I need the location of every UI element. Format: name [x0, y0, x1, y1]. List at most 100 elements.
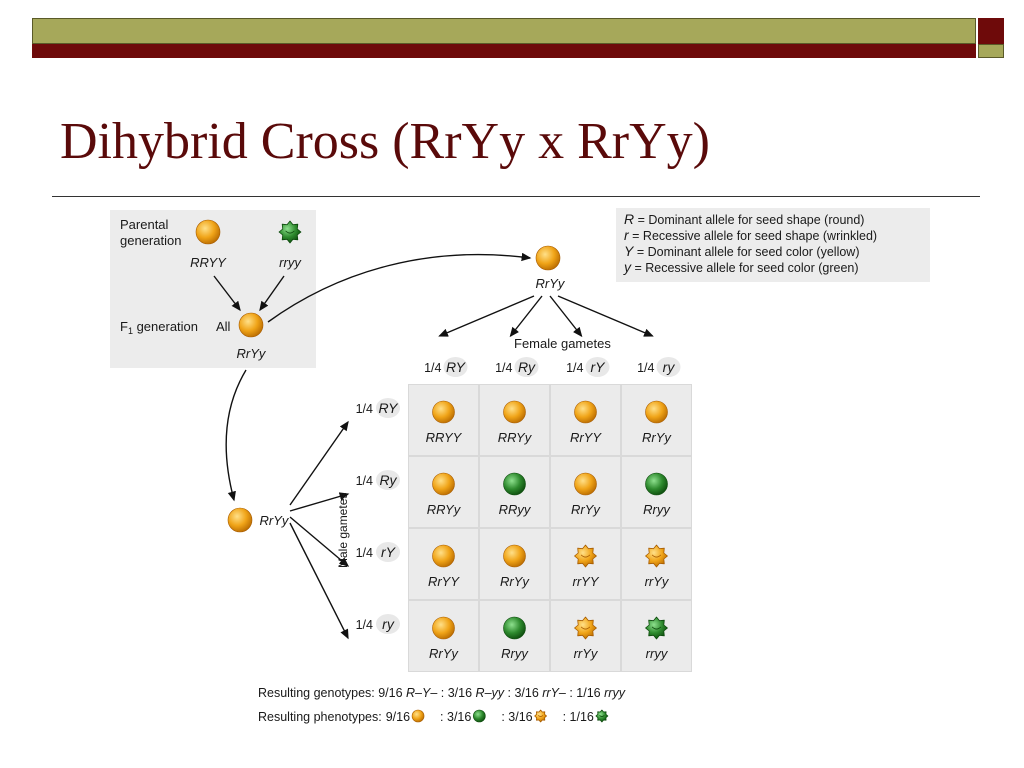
cell-genotype: RRYY	[426, 430, 463, 445]
cell-genotype: rrYy	[574, 646, 599, 661]
legend-row: r = Recessive allele for seed shape (wri…	[624, 227, 877, 243]
phenotype-fraction: : 1/16	[563, 710, 594, 724]
male-gamete-allele: RY	[379, 400, 400, 416]
allele-legend	[616, 208, 930, 282]
resulting-genotypes: Resulting genotypes: 9/16 R–Y– : 3/16 R–…	[258, 686, 626, 700]
cell-genotype: Rryy	[501, 646, 529, 661]
gamete-bubble	[443, 357, 468, 377]
seed-green-round-icon	[503, 616, 526, 640]
male-gamete-fraction: 1/4	[356, 402, 373, 416]
seed-green-round-icon	[645, 472, 668, 496]
cell-genotype: RRYy	[427, 502, 462, 517]
cell-genotype: RRYy	[498, 430, 533, 445]
male-gamete-arrow	[289, 522, 349, 640]
cell-genotype: RrYY	[428, 574, 460, 589]
male-gamete-arrow	[289, 516, 350, 567]
seed-yellow-round-icon	[432, 616, 455, 640]
phenotype-fraction: : 3/16	[440, 710, 471, 724]
seed-green-wrinkled-icon	[595, 709, 609, 723]
arrow-parent1-to-f1	[213, 275, 241, 312]
genotypes-line: Resulting genotypes: 9/16 R–Y– : 3/16 R–…	[258, 686, 626, 700]
arrow-parent2-to-f1	[259, 275, 285, 312]
seed-yellow-round-icon	[227, 507, 253, 533]
gamete-bubble	[514, 357, 539, 377]
parental-label-line1: Parental	[120, 217, 169, 232]
male-gamete-arrows	[289, 420, 350, 640]
female-gamete-fraction: 1/4	[637, 361, 654, 375]
gamete-bubble	[585, 357, 610, 377]
male-gamete-arrow	[289, 492, 350, 512]
female-gamete-arrows	[438, 295, 654, 338]
seed-yellow-round-icon	[574, 472, 597, 496]
arrow-f1-to-male	[225, 369, 247, 502]
female-gamete-arrow	[509, 295, 543, 338]
seed-green-round-icon	[473, 709, 486, 723]
header-corner-maroon	[978, 18, 1004, 44]
f1-label: F1 generation	[120, 319, 198, 336]
female-gamete-fraction: 1/4	[495, 361, 512, 375]
cell-genotype: RRyy	[499, 502, 532, 517]
gamete-bubble	[376, 470, 400, 490]
parental-genotype-2: rryy	[279, 255, 302, 270]
gamete-bubble	[376, 542, 400, 562]
header-corner-olive	[978, 44, 1004, 58]
male-gamete-fraction: 1/4	[356, 546, 373, 560]
cell-genotype: rrYY	[573, 574, 600, 589]
arrow-f1-to-female	[267, 252, 532, 323]
seed-yellow-round-icon	[535, 245, 561, 271]
seed-yellow-round-icon	[432, 472, 455, 496]
seed-yellow-round-icon	[503, 400, 526, 424]
seed-yellow-wrinkled-icon	[645, 544, 668, 568]
seed-yellow-round-icon	[503, 544, 526, 568]
female-gamete-arrow	[549, 295, 583, 338]
female-gametes-label: Female gametes	[514, 336, 611, 351]
seed-yellow-wrinkled-icon	[534, 709, 548, 723]
allele-legend-rows: R = Dominant allele for seed shape (roun…	[623, 211, 877, 275]
gamete-bubble	[656, 357, 681, 377]
female-gamete-allele: RY	[446, 359, 467, 375]
seed-yellow-round-icon	[432, 544, 455, 568]
cell-genotype: Rryy	[643, 502, 671, 517]
male-gamete-allele: ry	[382, 616, 395, 632]
seed-yellow-round-icon	[238, 312, 264, 338]
seed-yellow-round-icon	[645, 400, 668, 424]
cell-genotype: RrYy	[642, 430, 672, 445]
female-gamete-allele: ry	[663, 359, 676, 375]
gamete-bubble	[376, 398, 400, 418]
female-gamete-arrow	[557, 295, 654, 337]
phenotype-fraction: 9/16	[386, 710, 410, 724]
female-genotype: RrYy	[536, 276, 566, 291]
cell-genotype: RrYY	[570, 430, 602, 445]
cell-genotype: rryy	[646, 646, 669, 661]
male-genotype: RrYy	[260, 513, 290, 528]
cell-genotype: RrYy	[429, 646, 459, 661]
female-gamete-fraction: 1/4	[424, 361, 441, 375]
parental-label-line2: generation	[120, 233, 181, 248]
legend-row: Y = Dominant allele for seed color (yell…	[624, 243, 860, 259]
male-gamete-allele: rY	[381, 544, 397, 560]
seed-green-wrinkled-icon	[645, 616, 668, 640]
legend-row: y = Recessive allele for seed color (gre…	[623, 259, 859, 275]
f1-genotype: RrYy	[237, 346, 267, 361]
seed-yellow-round-icon	[574, 400, 597, 424]
f1-all-label: All	[216, 319, 231, 334]
phenotypes-label: Resulting phenotypes:	[258, 710, 382, 724]
male-gamete-allele: Ry	[379, 472, 397, 488]
header-maroon-bar	[32, 44, 976, 58]
cell-genotype: RrYy	[571, 502, 601, 517]
seed-green-wrinkled-icon	[278, 220, 302, 244]
male-gamete-arrow	[289, 420, 349, 506]
female-gamete-fraction: 1/4	[566, 361, 583, 375]
phenotype-fraction: : 3/16	[501, 710, 532, 724]
gamete-bubble	[376, 614, 400, 634]
male-gamete-fraction: 1/4	[356, 474, 373, 488]
cell-genotype: rrYy	[645, 574, 670, 589]
seed-yellow-round-icon	[411, 709, 425, 723]
seed-yellow-wrinkled-icon	[574, 616, 597, 640]
seed-yellow-round-icon	[195, 219, 221, 245]
slide-title: Dihybrid Cross (RrYy x RrYy)	[60, 113, 710, 170]
